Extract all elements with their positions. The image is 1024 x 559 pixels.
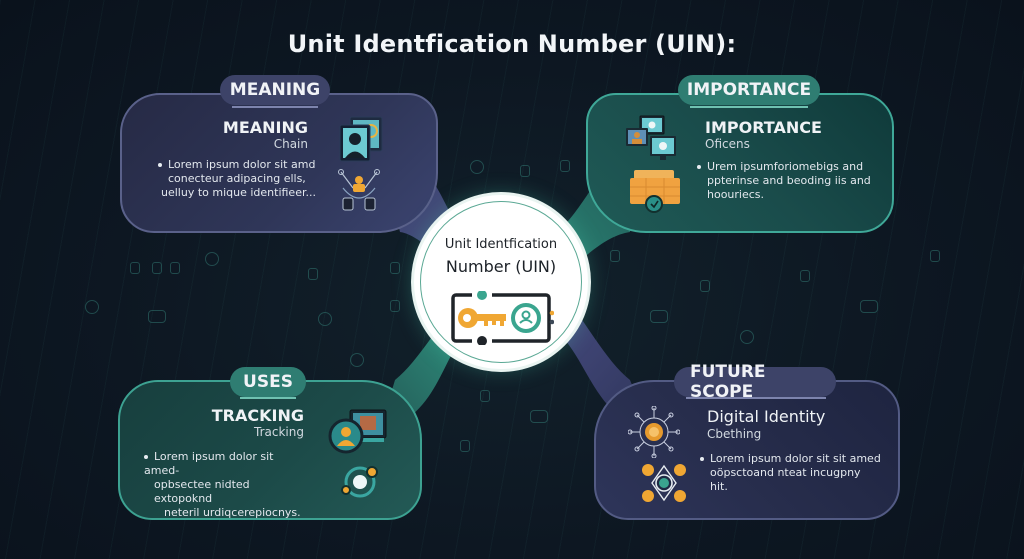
monitors-icon	[626, 115, 676, 160]
page-title: Unit Identfication Number (UIN):	[287, 30, 737, 58]
label-future-scope: FUTURE SCOPE	[674, 362, 836, 402]
pill-underline	[240, 397, 296, 399]
pill-underline	[690, 106, 808, 108]
hub-ring	[420, 201, 582, 363]
meaning-subheading: Chain	[273, 137, 308, 151]
future-subheading: Cbething	[707, 427, 762, 441]
label-importance: IMPORTANCE	[678, 75, 820, 105]
hub-title-line2: Number (UIN)	[445, 257, 557, 276]
uses-body: Lorem ipsum dolor sit amed- opbsectee ni…	[144, 450, 301, 519]
storage-clock-icon	[630, 170, 680, 213]
importance-subheading: Oficens	[705, 137, 750, 151]
importance-heading: IMPORTANCE	[705, 118, 822, 137]
panel-importance	[586, 93, 894, 233]
face-id-network-icon	[642, 464, 686, 502]
hub-circle: Unit Identfication Number (UIN)	[414, 195, 588, 369]
key-id-card-icon	[451, 291, 554, 345]
profile-cards-icon	[339, 116, 383, 162]
hub-title-line1: Unit Identfication	[444, 237, 558, 252]
pill-underline	[686, 397, 826, 399]
meaning-body: Lorem ipsum dolor sit amd conecteur adip…	[158, 158, 318, 200]
label-uses: USES	[230, 367, 306, 397]
label-meaning: MEANING	[220, 75, 330, 105]
user-monitor-icon	[328, 409, 387, 454]
future-body: Lorem ipsum dolor sit sit amed oöpsctoan…	[700, 452, 885, 494]
pill-underline	[232, 106, 318, 108]
lion-network-icon	[628, 406, 680, 458]
importance-body: Urem ipsumforiomebigs and ppterinse and …	[697, 160, 877, 202]
future-heading: Digital Identity	[707, 407, 826, 426]
uses-heading: TRACKING	[211, 406, 304, 425]
user-network-icon	[338, 169, 380, 211]
meaning-heading: MEANING	[222, 118, 308, 137]
network-gear-icon	[341, 466, 378, 498]
uses-subheading: Tracking	[254, 425, 304, 439]
